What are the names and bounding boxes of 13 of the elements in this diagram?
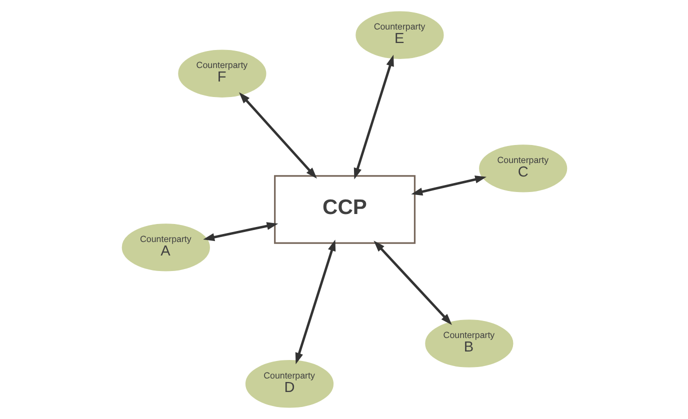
node-ellipse: Counterparty C xyxy=(478,144,567,192)
arrow xyxy=(294,240,336,364)
node-ellipse: Counterparty F xyxy=(178,50,266,98)
arrow xyxy=(238,92,316,179)
node-ellipse: Counterparty A xyxy=(121,224,210,272)
arrow xyxy=(353,54,394,180)
arrow xyxy=(202,222,278,242)
node-ellipse: Counterparty B xyxy=(424,320,513,368)
node-ellipse: Counterparty D xyxy=(244,360,334,408)
arrow xyxy=(410,176,486,196)
node-ellipse: Counterparty E xyxy=(355,11,444,59)
node-box: CCP xyxy=(274,175,416,244)
arrow xyxy=(373,240,452,325)
